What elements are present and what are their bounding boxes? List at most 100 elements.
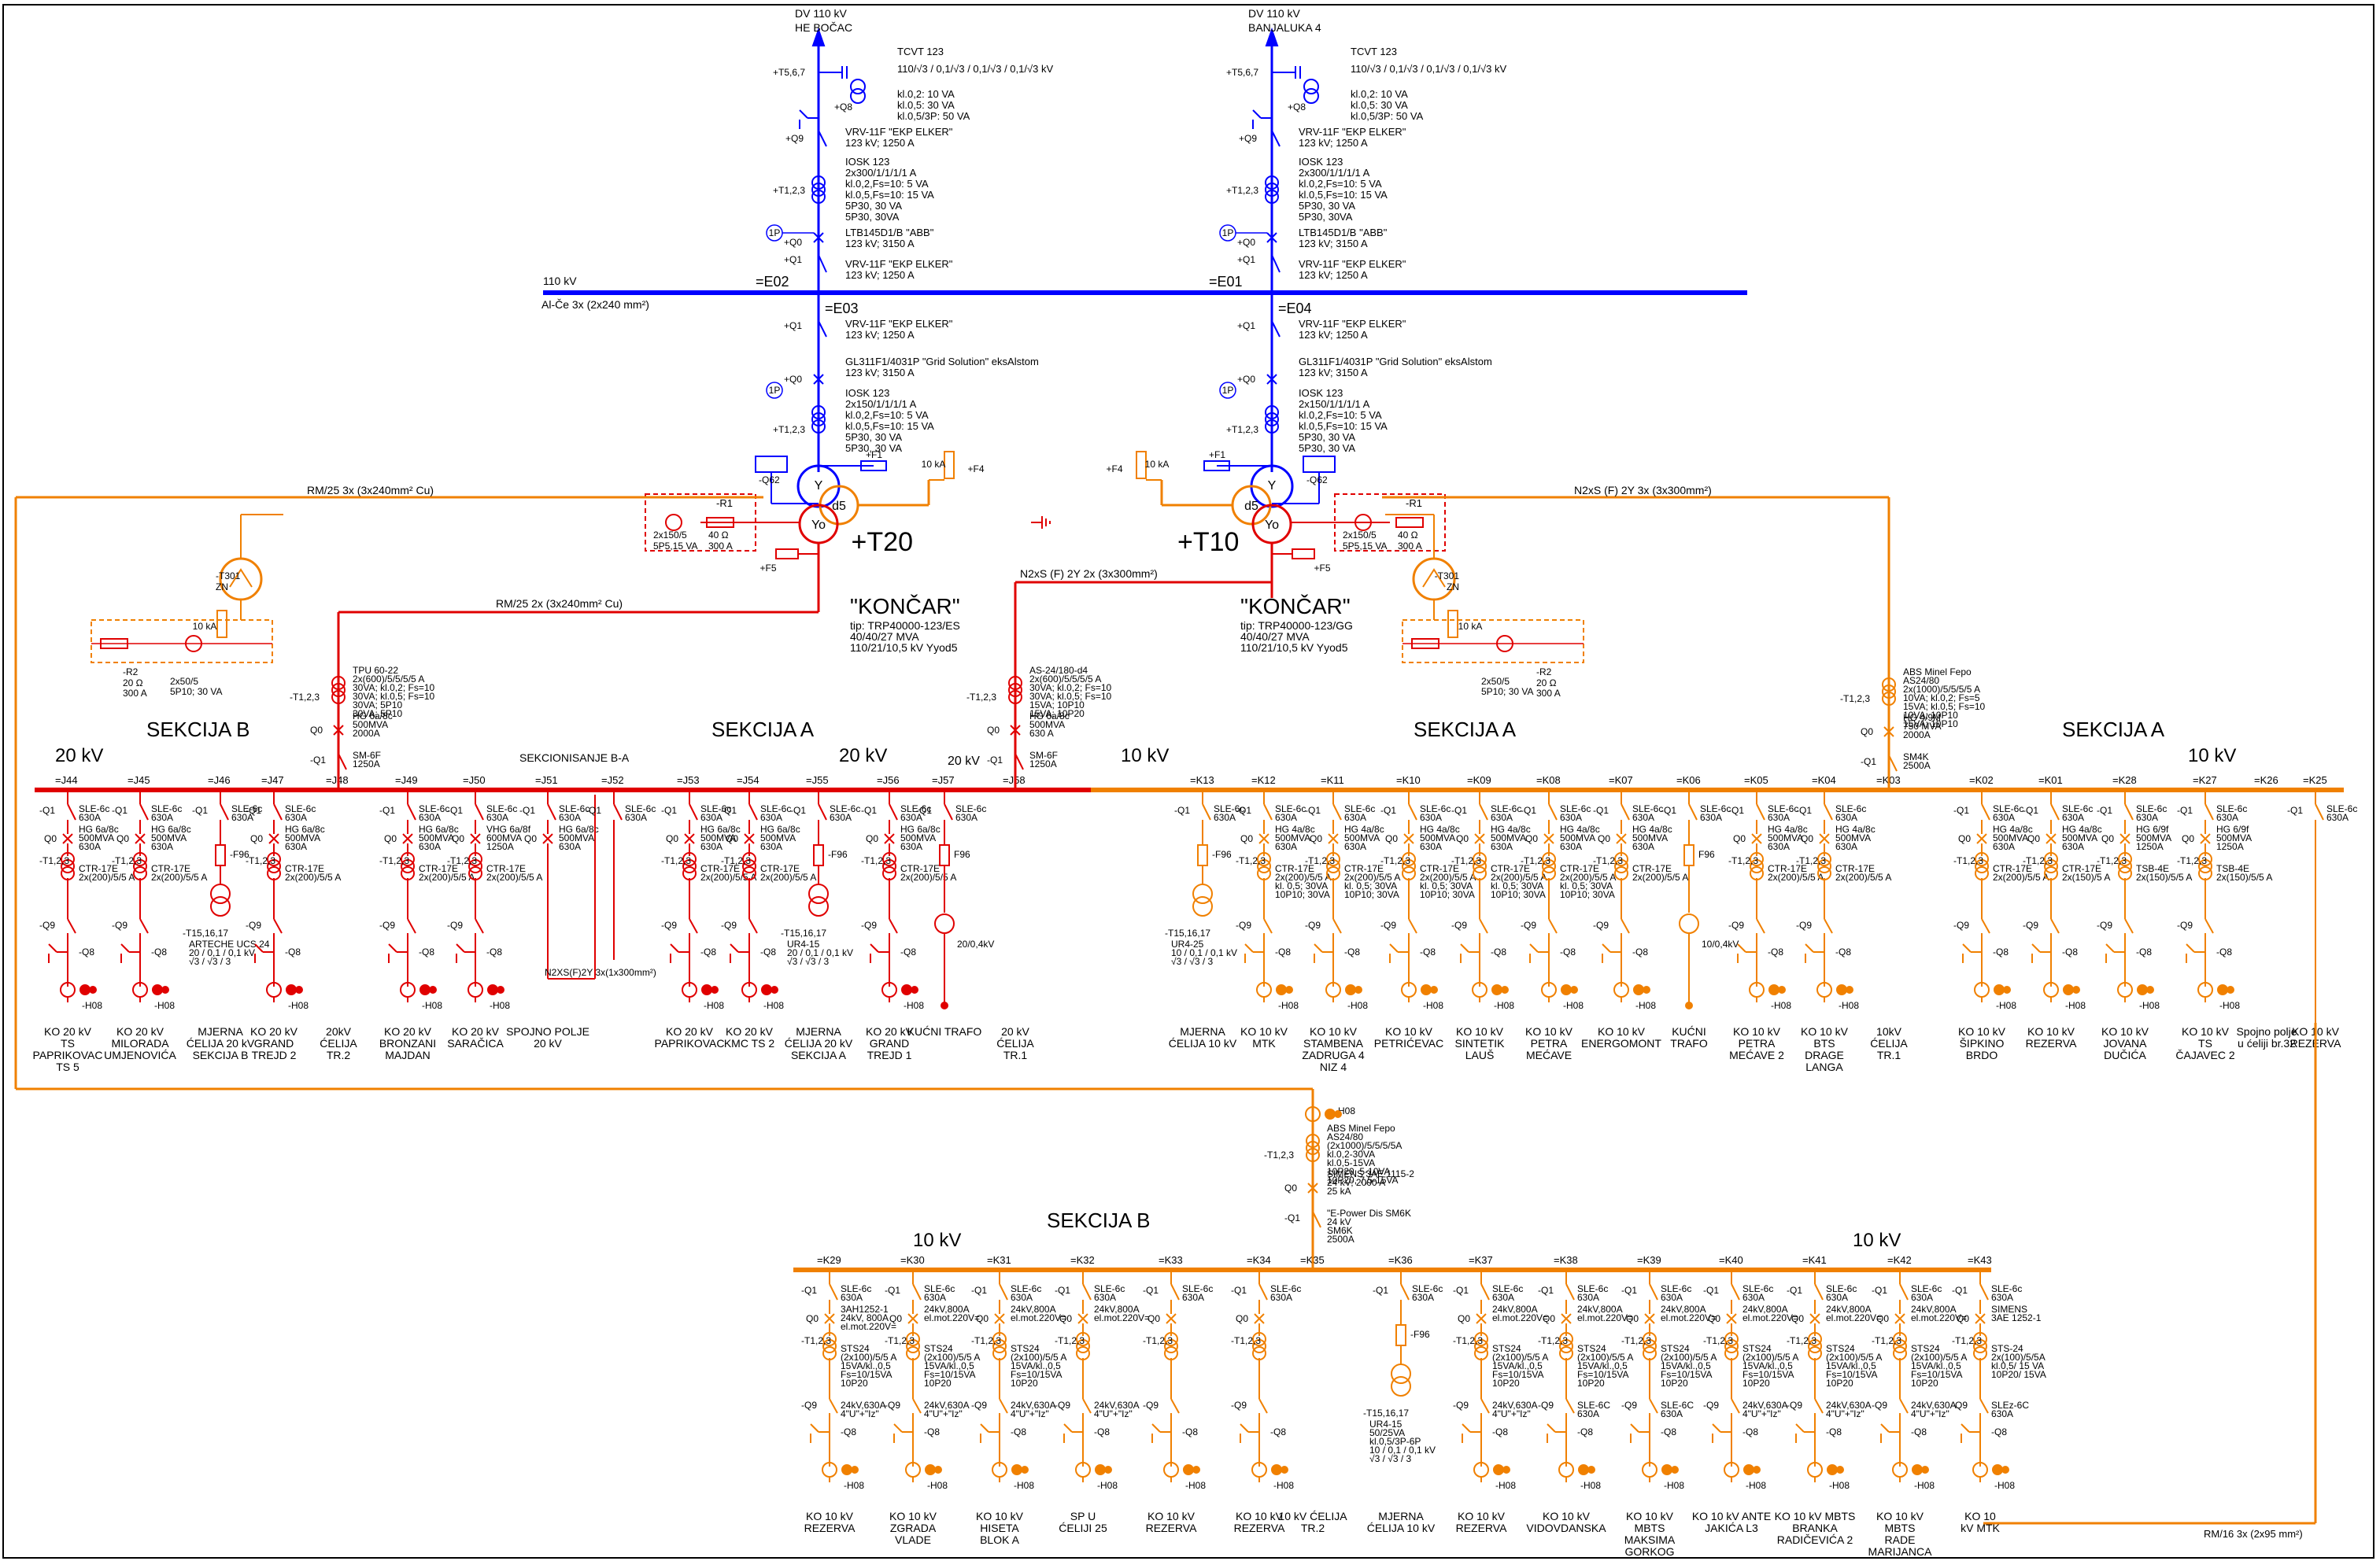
- neutral-resistor: [706, 517, 734, 528]
- current-transformer-ring: [1008, 683, 1022, 697]
- breaker-spec: 24kV,800A: [1743, 1304, 1788, 1315]
- feeder-q0-label: Q0: [1543, 1313, 1555, 1324]
- feeder-switch-spec: SLE-6c: [1835, 803, 1866, 814]
- disconnector-blade: [1202, 803, 1211, 821]
- indicator-dot: [701, 984, 712, 995]
- disconnector-blade: [1479, 803, 1488, 821]
- current-transformer-ring: [133, 859, 147, 873]
- feeder-switch-spec: SLE-6c: [900, 803, 931, 814]
- hv-breaker-spec: 123 kV; 3150 A: [1299, 238, 1368, 249]
- breaker-spec: 630A: [1632, 841, 1654, 852]
- feeder-name: KO 10 kV: [1543, 1510, 1591, 1522]
- indicator-dot: [2003, 986, 2011, 994]
- feeder-q8-label: -Q8: [1768, 947, 1783, 958]
- feeder-q1-label: -Q1: [790, 805, 806, 816]
- voltage-transformer: [808, 884, 829, 904]
- hv-ct-spec: 5P30, 30VA: [845, 211, 900, 223]
- feeder-q0-label: Q0: [1626, 1313, 1639, 1324]
- neutral-disconnector-label: -Q62: [1306, 474, 1328, 485]
- breaker-symbol: [62, 833, 73, 844]
- feeder-name: TR.1: [1003, 1049, 1028, 1061]
- breaker-spec: 500MVA: [2216, 832, 2252, 843]
- breaker-spec: 630A: [760, 841, 782, 852]
- breaker-spec: 500MVA: [1993, 832, 2028, 843]
- feeder-name: TRAFO: [1670, 1037, 1708, 1050]
- earthing-ct-spec: 2x50/5: [1481, 676, 1510, 687]
- indicator-dot: [934, 1466, 942, 1474]
- earthing-arrester-value: 10 kA: [1458, 621, 1483, 632]
- ct-spec: (2x100)/5/5 A: [1911, 1352, 1967, 1363]
- feeder-name: MTK: [1252, 1037, 1276, 1050]
- breaker-spec: 500MVA: [559, 832, 594, 843]
- feeder-name: KO 20 kV: [44, 1025, 92, 1038]
- current-transformer-ring: [811, 405, 826, 419]
- current-transformer-ring: [1306, 1141, 1320, 1155]
- breaker-spec: HG 6/9f: [2136, 824, 2169, 835]
- indicator-dot: [1276, 984, 1287, 995]
- feeder-ct-code: -T1,2,3: [1872, 1335, 1901, 1346]
- hv-disconnector-spec: VRV-11F "EKP ELKER": [1299, 126, 1406, 138]
- hv-ct-spec: IOSK 123: [845, 387, 889, 399]
- breaker-symbol: [994, 1313, 1005, 1324]
- feeder-code: =K32: [1070, 1254, 1095, 1266]
- feeder-name: MJERNA: [1180, 1025, 1225, 1038]
- feeder-name: ĆELIJA 10 kV: [1367, 1522, 1436, 1534]
- feeder-h08-label: -H08: [1994, 1480, 2015, 1491]
- disconnector-blade: [1548, 918, 1558, 934]
- earth-switch-blade: [870, 943, 879, 953]
- earth-switch-blade: [1961, 1423, 1970, 1433]
- hv-disconnector-spec: VRV-11F "EKP ELKER": [845, 126, 953, 138]
- current-transformer-ring: [1326, 852, 1340, 866]
- incomer-switch-spec: 24 kV: [1327, 1216, 1351, 1227]
- indicator-dot: [1345, 984, 1356, 995]
- ct-spec: Fs=10/15VA: [1911, 1369, 1962, 1380]
- switch-spec: SLEz-6C: [1991, 1400, 2029, 1411]
- feeder-name: SINTETIK: [1454, 1037, 1505, 1050]
- feeder-switch-spec: SLE-6c: [419, 803, 449, 814]
- breaker-spec: 630A: [700, 841, 722, 852]
- indicator-dot: [1912, 1464, 1923, 1475]
- incomer-switch-spec: SM-6F: [353, 750, 381, 761]
- feeder-q9-label: -Q9: [1872, 1400, 1887, 1411]
- disconnector-blade: [1271, 320, 1281, 338]
- ct-spec: CTR-17E: [1632, 863, 1672, 874]
- incomer-ct-spec: 15VA; 10P10: [1029, 699, 1085, 710]
- earthing-arrester: [216, 610, 227, 638]
- f4-arrester: [1136, 451, 1147, 479]
- current-transformer-ring: [882, 859, 896, 873]
- indicator-dot: [1502, 1466, 1510, 1474]
- cable-label: RM/16 3x (2x95 mm²): [2204, 1528, 2303, 1540]
- feeder-switch-spec: SLE-6c: [2062, 803, 2093, 814]
- feeder-switch-spec: 630A: [2216, 812, 2238, 823]
- breaker-symbol: [1403, 833, 1414, 844]
- feeder-q0-label: Q0: [1240, 833, 1253, 844]
- feeder-q1-label: -Q1: [1952, 1285, 1968, 1296]
- switch-spec: 24kV,630A: [1094, 1400, 1140, 1411]
- neutral-ct: [1354, 514, 1372, 531]
- disconnector-blade: [1814, 1283, 1824, 1301]
- current-transformer-ring: [1882, 677, 1896, 692]
- ct-spec: kl. 0,5; 30VA: [1420, 880, 1473, 891]
- f4-label: +F4: [1106, 463, 1122, 474]
- hv-tcvt-title: TCVT 123: [897, 46, 944, 57]
- switch-spec: 24kV,630A: [924, 1400, 970, 1411]
- breaker-spec: 3AH1252-1: [841, 1304, 889, 1315]
- breaker-spec: 500MVA: [285, 832, 320, 843]
- feeder-code: =K11: [1321, 774, 1344, 786]
- earthing-transformer-type: ZN: [1447, 581, 1459, 592]
- current-transformer-ring: [811, 419, 826, 434]
- transformer-name: +T10: [1177, 527, 1239, 557]
- section-voltage: 20 kV: [55, 745, 103, 766]
- feeder-switch-spec: 630A: [1214, 812, 1236, 823]
- disconnector-blade: [1271, 254, 1281, 273]
- transformer-specs: tip: TRP40000-123/GG: [1240, 619, 1353, 632]
